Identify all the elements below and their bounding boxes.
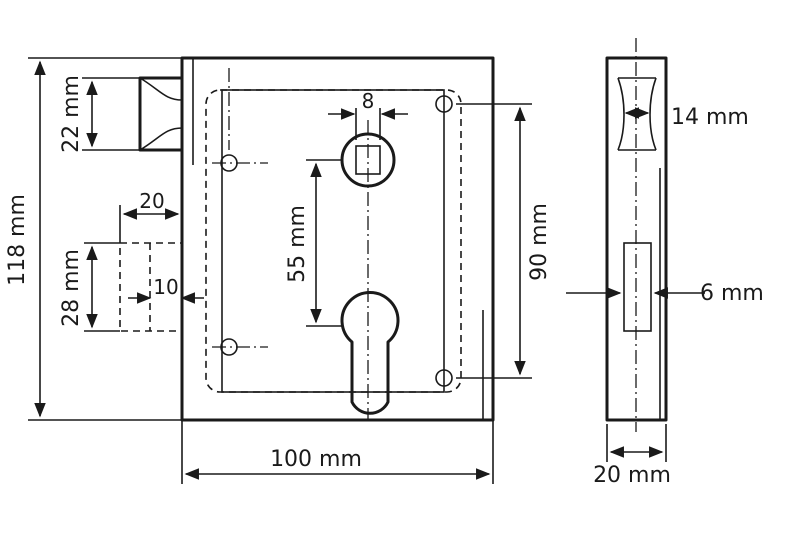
dimension-spindle-size: 8 (328, 89, 408, 140)
dimension-bolt-depth: 10 (128, 275, 204, 304)
dimension-side-latch-width: 14 mm (624, 105, 749, 130)
side-view (605, 38, 668, 432)
faceplate-thickness-label: 6 mm (700, 281, 764, 306)
dimension-centre-distance: 55 mm (285, 159, 342, 327)
bolt-height-label: 28 mm (59, 249, 84, 327)
body-width-label: 100 mm (270, 447, 362, 472)
dimension-overall-height: 118 mm (5, 57, 182, 421)
inner-frame (221, 89, 445, 393)
side-depth-label: 20 mm (593, 463, 671, 488)
dimension-fixing-height: 90 mm (456, 103, 552, 379)
dimension-body-width: 100 mm (181, 420, 494, 484)
dimension-bolt-height: 28 mm (59, 242, 120, 332)
overall-height-label: 118 mm (5, 194, 30, 286)
fixing-height-label: 90 mm (527, 203, 552, 281)
dimension-bolt-offset: 20 (119, 189, 180, 243)
cylinder-keyhole (340, 291, 400, 415)
centre-distance-label: 55 mm (285, 205, 310, 283)
front-view (119, 56, 495, 422)
side-latch-width-label: 14 mm (671, 105, 749, 130)
dimension-side-depth: 20 mm (593, 424, 671, 488)
bolt-depth-label: 10 (153, 275, 178, 299)
latch-bolt (138, 76, 183, 152)
fixing-hole-bottom-right (435, 369, 453, 387)
dead-bolt-hidden (119, 242, 183, 332)
dimension-faceplate-thickness: 6 mm (566, 281, 764, 306)
side-latch (617, 77, 657, 151)
spindle-size-label: 8 (362, 89, 375, 113)
lock-body-outline (180, 56, 495, 422)
latch-height-label: 22 mm (59, 75, 84, 153)
fixing-hole-top-right (435, 95, 453, 113)
bolt-offset-label: 20 (139, 189, 164, 213)
dimension-latch-height: 22 mm (59, 75, 140, 153)
faceplate-slot (623, 242, 652, 332)
